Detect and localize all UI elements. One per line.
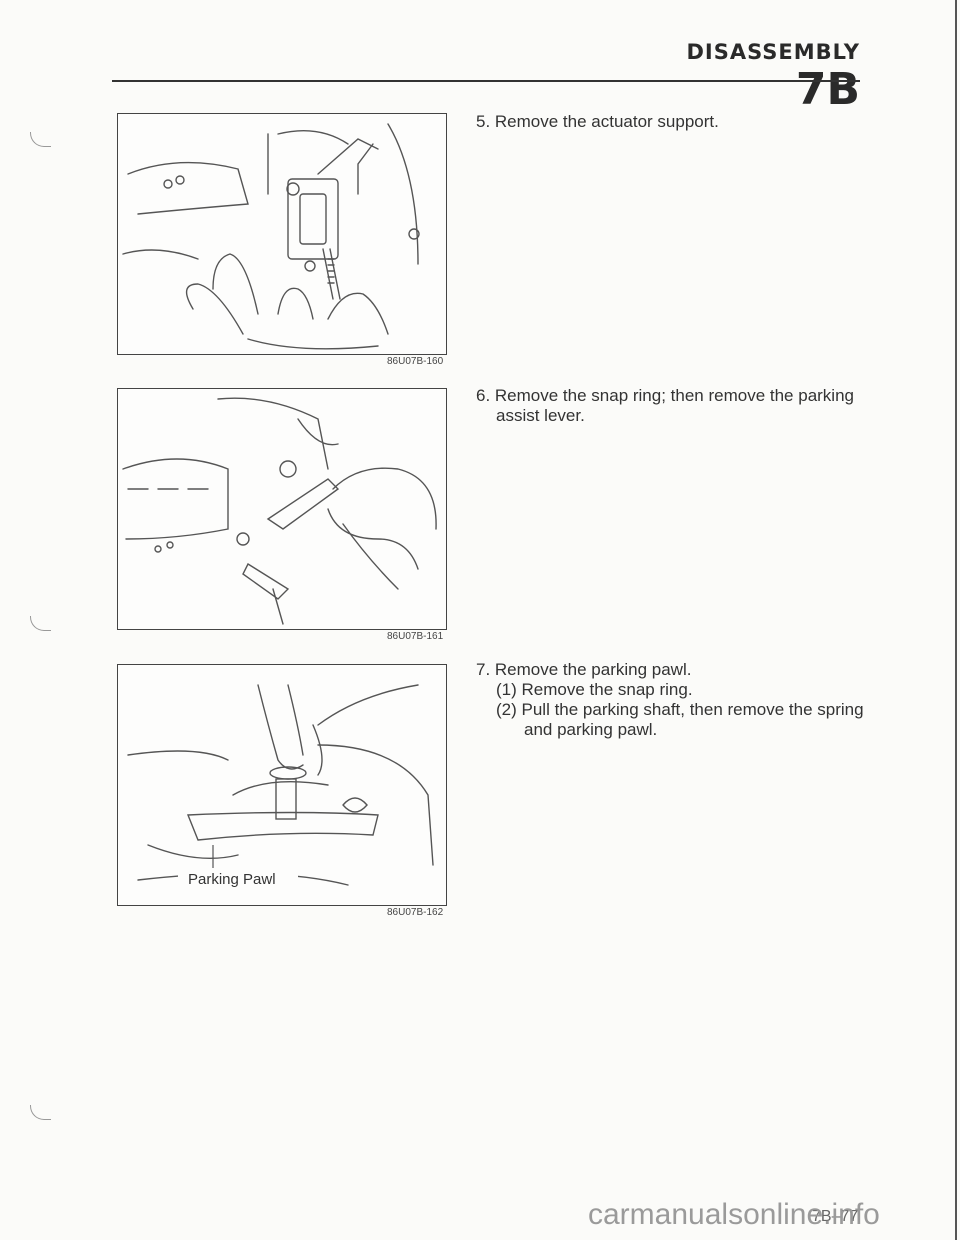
figure-callout-parking-pawl: Parking Pawl bbox=[188, 871, 276, 888]
figure-id-162: 86U07B-162 bbox=[387, 907, 444, 918]
header-title: DISASSEMBLY bbox=[686, 40, 860, 64]
figure-parking-pawl: Parking Pawl bbox=[117, 664, 447, 906]
figure-id-160: 86U07B-160 bbox=[387, 356, 444, 367]
watermark: carmanualsonline.info bbox=[588, 1198, 880, 1231]
figure-id-161: 86U07B-161 bbox=[387, 631, 444, 642]
margin-mark bbox=[30, 1105, 51, 1120]
header-section-number: 7B bbox=[795, 64, 860, 115]
step-6-text-line2: assist lever. bbox=[496, 406, 585, 425]
figure-parking-pawl-illustration: Parking Pawl bbox=[127, 684, 434, 893]
step-5-text: 5. Remove the actuator support. bbox=[476, 112, 719, 131]
figure-actuator-support-illustration bbox=[122, 123, 420, 350]
step-7-text: 7. Remove the parking pawl. bbox=[476, 660, 692, 679]
step-7-substep-2-line1: (2) Pull the parking shaft, then remove … bbox=[496, 700, 864, 719]
step-7-substep-1: (1) Remove the snap ring. bbox=[496, 680, 693, 699]
page-header: DISASSEMBLY 7B bbox=[640, 40, 861, 115]
step-6-text-line1: 6. Remove the snap ring; then remove the… bbox=[476, 386, 854, 405]
margin-mark bbox=[30, 616, 51, 631]
header-rule bbox=[112, 80, 860, 82]
page-number: 7B–77 bbox=[812, 1208, 859, 1225]
figure-assist-lever bbox=[117, 388, 447, 630]
page-edge-line bbox=[955, 0, 957, 1240]
step-6: 6. Remove the snap ring; then remove the… bbox=[476, 386, 876, 426]
step-7: 7. Remove the parking pawl. (1) Remove t… bbox=[476, 660, 876, 740]
figure-assist-lever-illustration bbox=[122, 397, 437, 625]
figure-actuator-support bbox=[117, 113, 447, 355]
step-5: 5. Remove the actuator support. bbox=[476, 112, 876, 132]
step-7-substep-2: (2) Pull the parking shaft, then remove … bbox=[476, 700, 876, 740]
step-7-substep-2-line2: and parking pawl. bbox=[524, 720, 658, 739]
margin-mark bbox=[30, 132, 51, 147]
